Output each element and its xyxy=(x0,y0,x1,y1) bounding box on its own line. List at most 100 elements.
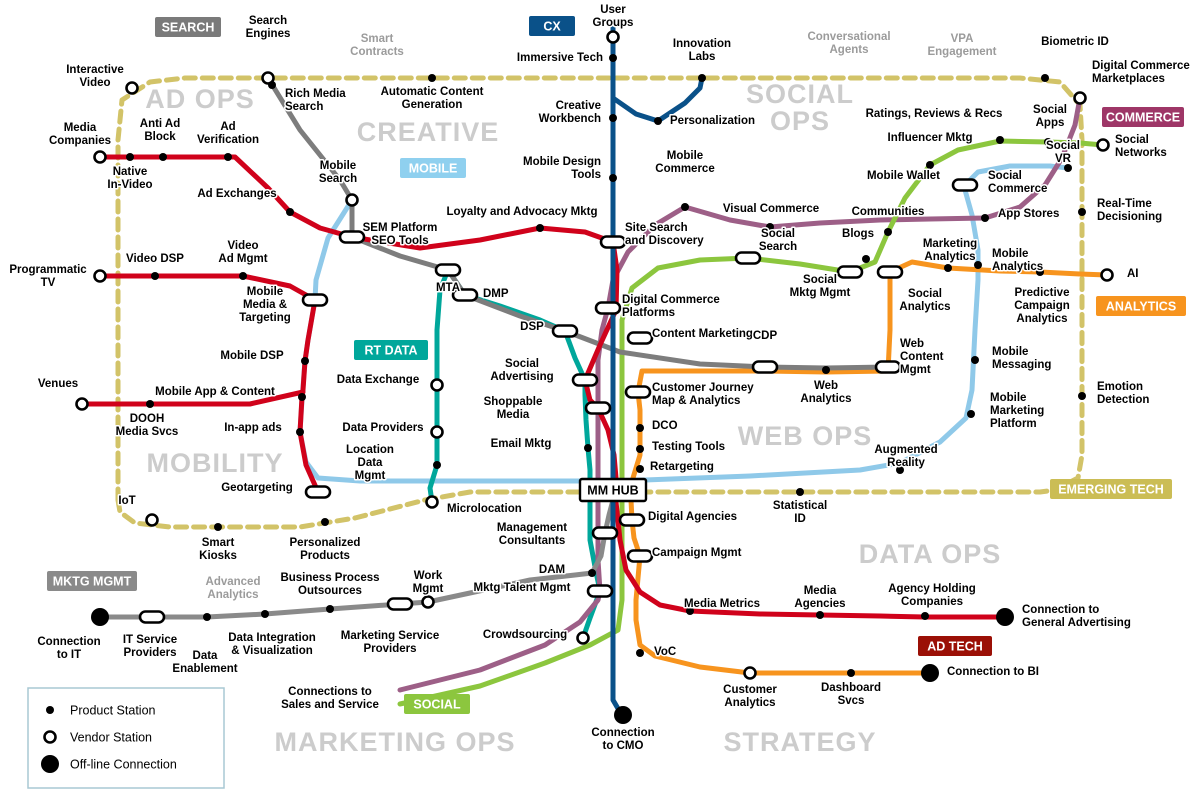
legend-label-offline: Off-line Connection xyxy=(70,758,177,772)
badge-box-ad-tech xyxy=(918,636,992,656)
station-shoppable-media xyxy=(584,401,612,415)
badge-cx: CX xyxy=(529,16,575,36)
label-connection-to-bi: Connection to BI xyxy=(947,666,1039,678)
station-social-search xyxy=(734,251,762,265)
region-label-data-ops: DATA OPS xyxy=(859,539,1002,569)
region-label-web-ops: WEB OPS xyxy=(738,421,873,451)
label-mobile-wallet: Mobile Wallet xyxy=(867,170,940,182)
line-social xyxy=(397,138,1106,707)
line-rt-data xyxy=(427,267,603,641)
station-connection-to-cmo xyxy=(614,706,632,724)
station-web-analytics xyxy=(822,366,830,374)
badge-label-ad-tech: AD TECH xyxy=(927,640,983,654)
station-location-data-mgmt xyxy=(433,461,441,469)
station-ratings-reviews-recs xyxy=(996,136,1004,144)
badge-rt-data: RT DATA xyxy=(354,340,428,360)
station-innovation-labs xyxy=(698,74,706,82)
badge-label-mm-hub: MM HUB xyxy=(587,484,638,498)
station-media-agencies xyxy=(816,611,824,619)
station-real-time-decisioning xyxy=(1078,208,1086,216)
label-dmp: DMP xyxy=(483,288,509,300)
label-influencer-mktg: Influencer Mktg xyxy=(888,132,973,144)
station-connection-to-it xyxy=(91,608,109,626)
label-media-metrics: Media Metrics xyxy=(684,598,760,610)
badge-label-cx: CX xyxy=(543,20,561,34)
station-social-analytics xyxy=(876,265,904,279)
label-ad-exchanges: Ad Exchanges xyxy=(197,188,276,200)
station-mobile-app-content xyxy=(298,393,306,401)
station-augmented-reality xyxy=(896,466,904,474)
badge-box-mobile xyxy=(400,158,466,178)
station-user-groups xyxy=(606,30,620,44)
label-geotargeting: Geotargeting xyxy=(221,482,293,494)
station-visual-commerce xyxy=(766,223,774,231)
label-venues: Venues xyxy=(38,378,78,390)
label-mktg-talent-mgmt: Mktg Talent Mgmt xyxy=(474,582,571,594)
station-dam xyxy=(588,569,596,577)
badge-box-mm-hub xyxy=(578,477,648,503)
region-label-ad-ops: AD OPS xyxy=(145,84,255,114)
station-work-mgmt xyxy=(421,595,435,609)
line-emerging-tech xyxy=(115,75,1085,530)
station-mobile-marketing-platform xyxy=(967,410,975,418)
station-social-networks xyxy=(1096,138,1110,152)
station-marketing-service-providers xyxy=(386,597,414,611)
badge-emerging-tech: EMERGING TECH xyxy=(1050,479,1172,499)
station-mobile-dsp xyxy=(301,357,309,365)
badge-mobile: MOBILE xyxy=(400,158,466,178)
badge-box-cx xyxy=(529,16,575,36)
legend-marker-product xyxy=(46,706,54,714)
station-dco xyxy=(636,424,644,432)
station-cdp xyxy=(751,360,779,374)
label-in-app-ads: In-app ads xyxy=(224,422,282,434)
badge-box-mktg-mgmt xyxy=(47,571,137,591)
region-label-mobility: MOBILITY xyxy=(147,448,284,478)
station-campaign-mgmt xyxy=(626,549,654,563)
station-emotion-detection xyxy=(1078,392,1086,400)
badge-search: SEARCH xyxy=(155,17,221,37)
station-dsp xyxy=(551,324,579,338)
legend-box xyxy=(27,687,225,789)
station-smart-kiosks xyxy=(214,523,222,531)
label-crowdsourcing: Crowdsourcing xyxy=(483,629,567,641)
label-campaign-mgmt: Campaign Mgmt xyxy=(652,547,742,559)
station-biometric-id xyxy=(1041,74,1049,82)
station-video-ad-mgmt xyxy=(239,272,247,280)
station-customer-analytics xyxy=(743,666,757,680)
station-iot xyxy=(145,513,159,527)
station-social-apps xyxy=(1044,138,1052,146)
label-biometric-id: Biometric ID xyxy=(1041,36,1109,48)
badge-label-search: SEARCH xyxy=(162,21,215,35)
label-voc: VoC xyxy=(654,646,676,658)
label-ratings-reviews-recs: Ratings, Reviews & Recs xyxy=(866,108,1003,120)
station-digital-agencies xyxy=(618,513,646,527)
station-mktg-talent-mgmt xyxy=(586,584,614,598)
badge-label-commerce: COMMERCE xyxy=(1106,111,1180,125)
label-retargeting: Retargeting xyxy=(650,461,714,473)
station-social-advertising xyxy=(571,373,599,387)
